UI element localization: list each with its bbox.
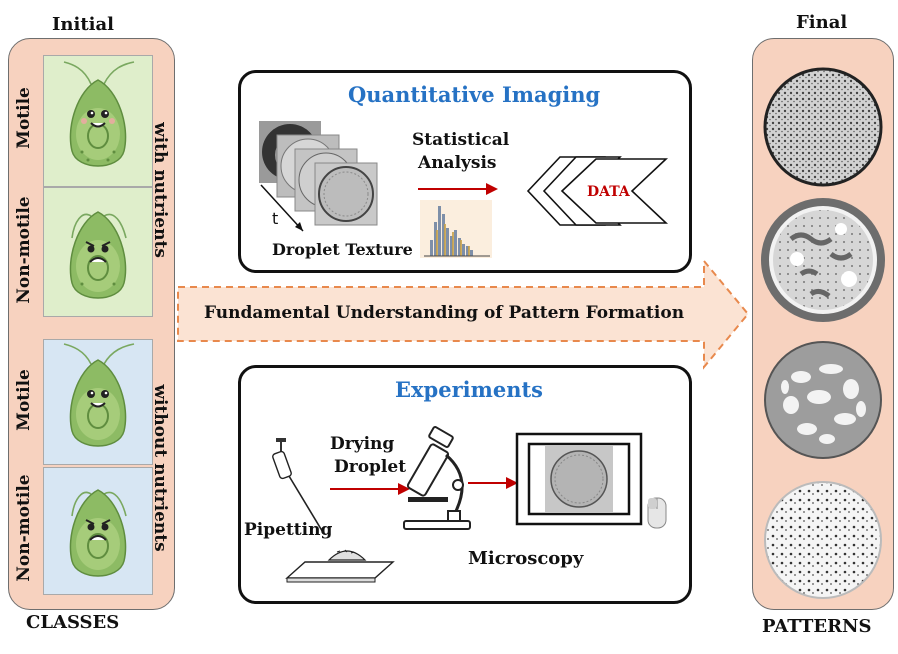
glass-slide-icon <box>285 549 395 583</box>
cell-motile-nutrients <box>43 55 153 187</box>
microscope-icon <box>403 426 471 530</box>
pattern-droplet-2 <box>761 198 885 322</box>
droplet-texture-label: Droplet Texture <box>272 240 413 259</box>
data-label: DATA <box>587 184 630 200</box>
monitor-icon <box>515 432 643 526</box>
histogram-icon <box>420 200 492 258</box>
understanding-arrow <box>177 258 750 370</box>
algae-cell-icon <box>63 343 135 447</box>
initial-header: Initial <box>52 14 114 35</box>
algae-cell-icon <box>69 489 127 577</box>
drying-label: Drying <box>330 434 395 454</box>
row-label-motile-2: Motile <box>14 369 34 431</box>
imaging-title: Quantitative Imaging <box>348 82 601 107</box>
final-header: Final <box>796 12 848 33</box>
analysis-label: Analysis <box>418 153 497 173</box>
patterns-footer: PATTERNS <box>762 616 872 637</box>
mouse-icon <box>647 497 667 529</box>
pattern-droplet-3 <box>764 341 882 459</box>
algae-cell-icon <box>63 61 135 167</box>
classes-footer: CLASSES <box>26 612 120 633</box>
image-stack-icon <box>259 121 378 232</box>
row-label-nonmotile-1: Non-motile <box>14 196 34 304</box>
time-label: t <box>272 209 279 228</box>
group-label-with-nutrients: with nutrients <box>150 122 170 258</box>
microscopy-label: Microscopy <box>468 548 584 569</box>
red-arrow-icon <box>468 477 518 489</box>
red-arrow-icon <box>418 183 498 195</box>
cell-nonmotile-no-nutrients <box>43 467 153 595</box>
red-arrow-icon <box>330 483 410 495</box>
algae-cell-icon <box>69 211 127 299</box>
statistical-label: Statistical <box>412 130 510 150</box>
row-label-nonmotile-2: Non-motile <box>14 474 34 582</box>
experiments-title: Experiments <box>395 377 543 402</box>
pipetting-label: Pipetting <box>244 520 333 540</box>
pattern-droplet-4 <box>764 481 882 599</box>
classes-panel <box>8 38 175 610</box>
understanding-label: Fundamental Understanding of Pattern For… <box>204 303 685 323</box>
pattern-droplet-1 <box>763 67 883 187</box>
pipette-icon <box>272 438 325 535</box>
row-label-motile-1: Motile <box>14 87 34 149</box>
cell-nonmotile-nutrients <box>43 187 153 317</box>
patterns-panel <box>752 38 894 610</box>
droplet-label: Droplet <box>334 457 407 477</box>
data-stack-icon <box>526 156 669 226</box>
cell-motile-no-nutrients <box>43 339 153 465</box>
group-label-without-nutrients: without nutrients <box>150 384 170 552</box>
